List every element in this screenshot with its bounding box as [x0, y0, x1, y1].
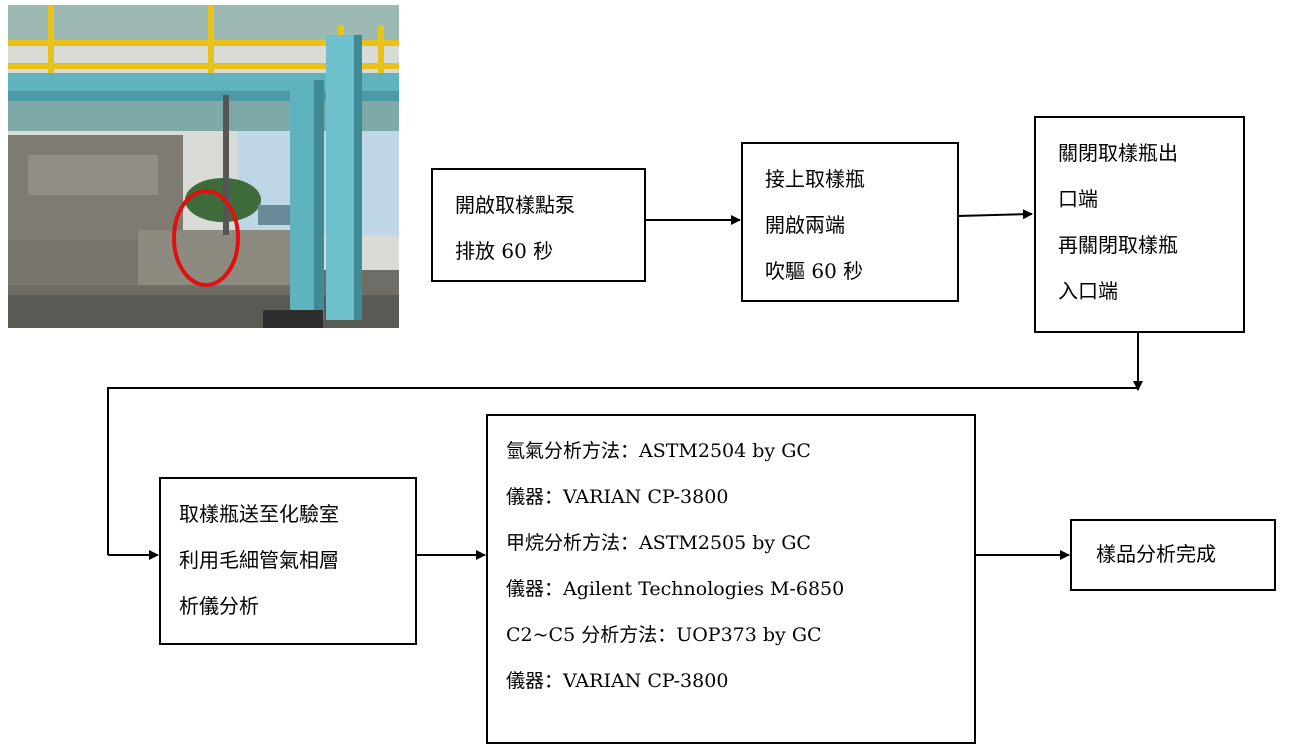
- step1-line-1: 開啟取樣點泵: [455, 193, 575, 217]
- step5-line-4: 儀器：Agilent Technologies M-6850: [506, 578, 845, 600]
- step3-line-4: 入口端: [1058, 279, 1118, 303]
- step-analysis-complete: 樣品分析完成: [1070, 519, 1276, 591]
- step2-line-3: 吹驅 60 秒: [765, 259, 864, 283]
- site-illustration: [8, 5, 399, 328]
- step2-line-2: 開啟兩端: [765, 213, 845, 237]
- step5-line-5: C2~C5 分析方法：UOP373 by GC: [506, 624, 822, 646]
- highlight-ellipse: [172, 189, 240, 287]
- step3-line-3: 再關閉取樣瓶: [1058, 233, 1178, 257]
- arrow-step2-to-step3: [957, 209, 1033, 220]
- step4-line-1: 取樣瓶送至化驗室: [179, 502, 339, 526]
- step-send-to-lab: 取樣瓶送至化驗室 利用毛細管氣相層 析儀分析: [159, 477, 417, 645]
- sampling-point-photo: [8, 5, 399, 328]
- step5-line-1: 氫氣分析方法：ASTM2504 by GC: [506, 440, 811, 462]
- return-line: [107, 387, 1138, 555]
- step4-line-2: 利用毛細管氣相層: [179, 548, 339, 572]
- step2-line-1: 接上取樣瓶: [765, 167, 865, 191]
- step1-line-2: 排放 60 秒: [455, 239, 554, 263]
- step-connect-sample-bottle: 接上取樣瓶 開啟兩端 吹驅 60 秒: [741, 142, 959, 302]
- step-analysis-methods: 氫氣分析方法：ASTM2504 by GC 儀器：VARIAN CP-3800 …: [486, 414, 976, 744]
- step-close-sample-bottle: 關閉取樣瓶出 口端 再關閉取樣瓶 入口端: [1034, 116, 1245, 333]
- step6-line-1: 樣品分析完成: [1096, 542, 1216, 566]
- step3-line-2: 口端: [1058, 187, 1098, 211]
- step5-line-2: 儀器：VARIAN CP-3800: [506, 486, 729, 508]
- step4-line-3: 析儀分析: [179, 594, 259, 618]
- step5-line-6: 儀器：VARIAN CP-3800: [506, 670, 729, 692]
- step-open-sampling-pump: 開啟取樣點泵 排放 60 秒: [431, 168, 646, 282]
- step5-line-3: 甲烷分析方法：ASTM2505 by GC: [506, 532, 811, 554]
- step3-line-1: 關閉取樣瓶出: [1058, 141, 1178, 165]
